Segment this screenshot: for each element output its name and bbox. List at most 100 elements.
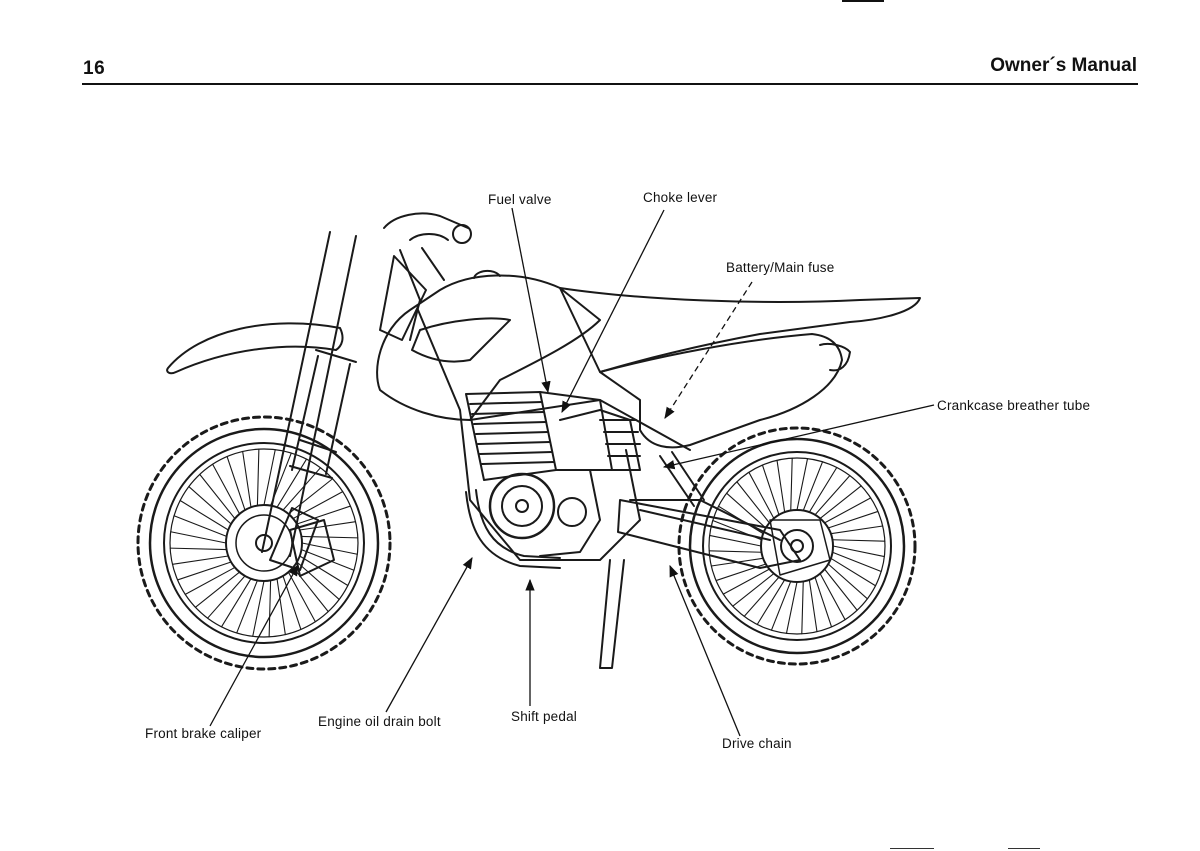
wheel-spoke — [819, 485, 862, 519]
wheel-spoke — [177, 561, 232, 581]
side-panel — [599, 333, 843, 449]
front-brake-caliper-label: Front brake caliper — [145, 726, 262, 741]
wheel-spoke — [170, 531, 227, 544]
choke-lever-leader — [561, 209, 665, 414]
wheel-spoke — [830, 525, 884, 535]
wheel-spoke — [819, 573, 846, 621]
side-stand — [599, 559, 625, 669]
front-fork — [261, 231, 357, 557]
engine-oil-drain-bolt-leader — [385, 556, 473, 713]
rear-shock — [659, 451, 705, 507]
wheel-spoke — [299, 521, 357, 531]
swingarm — [617, 499, 801, 569]
wheel-spoke — [770, 580, 792, 631]
wheel-spoke — [832, 545, 885, 558]
wheel-spoke — [199, 473, 236, 520]
crankcase-breather-tube-label: Crankcase breather tube — [937, 398, 1091, 413]
bottom-edge-mark — [890, 848, 934, 849]
wheel-spoke — [722, 568, 770, 595]
wheel-spoke — [827, 563, 868, 600]
wheel-spoke — [300, 549, 355, 571]
wheel-spoke — [212, 463, 241, 515]
front-fender — [166, 322, 344, 375]
wheel-spoke — [276, 578, 286, 636]
wheel-spoke — [830, 557, 877, 587]
battery-main-fuse-label: Battery/Main fuse — [726, 260, 835, 275]
wheel-spoke — [761, 464, 780, 516]
wheel-spoke — [188, 486, 232, 525]
wheel-spoke — [831, 539, 886, 542]
wheel-spoke — [171, 555, 229, 565]
wheel-spoke — [808, 466, 838, 513]
wheel-spoke — [276, 458, 308, 508]
wheel-spoke — [802, 461, 824, 512]
bottom-edge-mark — [1008, 848, 1040, 849]
wheel-spoke — [814, 576, 833, 628]
wheel-spoke — [785, 581, 798, 634]
header-rule — [82, 83, 1138, 85]
wheel-spoke — [756, 579, 786, 626]
wheel-spoke — [252, 580, 265, 637]
wheel-spoke — [184, 566, 236, 595]
front-brake-caliper — [289, 519, 335, 577]
wheel-spoke — [282, 467, 321, 511]
wheel-spoke — [268, 579, 272, 638]
page-header-title: Owner´s Manual — [990, 55, 1137, 76]
wheel-spoke — [292, 491, 344, 520]
wheel-spoke — [814, 475, 851, 516]
wheel-spoke — [776, 459, 786, 513]
wheel-spoke — [790, 457, 793, 512]
wheel-spoke — [220, 578, 252, 628]
wheel-spoke — [173, 515, 228, 537]
wheel-spoke — [179, 499, 229, 531]
drive-chain-leader — [669, 564, 741, 737]
wheel-spoke — [242, 450, 252, 508]
wheel-spoke — [748, 471, 775, 519]
page-number: 16 — [83, 58, 106, 79]
wheel-spoke — [732, 573, 775, 607]
wheel-spoke — [287, 478, 334, 515]
wheel-spoke — [736, 481, 770, 524]
wheel-spoke — [801, 580, 804, 635]
handlebar — [383, 212, 469, 241]
fuel-valve-label: Fuel valve — [488, 192, 552, 207]
wheel-spoke — [824, 497, 872, 524]
wheel-spoke — [236, 579, 258, 634]
wheel-spoke — [824, 568, 858, 611]
wheel-spoke — [300, 535, 359, 539]
wheel-spoke — [299, 555, 349, 587]
wheel-spoke — [708, 550, 763, 553]
engine — [465, 391, 641, 557]
wheel-spoke — [287, 571, 316, 623]
top-edge-mark — [842, 0, 884, 2]
fuel-valve-leader — [511, 207, 551, 394]
choke-lever-label: Choke lever — [643, 190, 718, 205]
wheel-spoke — [263, 449, 276, 506]
wheel-spoke — [715, 563, 767, 582]
wheel-spoke — [194, 571, 241, 608]
wheel-spoke — [831, 551, 882, 573]
wheel-spoke — [726, 492, 767, 529]
crankcase-breather-tube-leader — [662, 404, 935, 470]
fuel-tank — [376, 274, 601, 421]
wheel-spoke — [256, 448, 260, 507]
seat — [559, 287, 921, 373]
frame — [417, 309, 781, 561]
wheel-spoke — [226, 456, 246, 511]
wheel-spoke — [808, 579, 818, 633]
wheel-spoke — [827, 510, 879, 529]
wheel-spoke — [301, 542, 358, 555]
wheel-spoke — [169, 547, 228, 551]
wheel-spoke — [296, 505, 351, 525]
shift-pedal-label: Shift pedal — [511, 709, 577, 724]
wheel-spoke — [282, 575, 302, 630]
wheel-spoke — [796, 458, 809, 511]
exhaust-pipe — [465, 489, 561, 569]
wheel-spoke — [296, 561, 340, 600]
front-brake-caliper-leader — [209, 563, 299, 727]
rear-wheel — [677, 426, 917, 666]
wheel-spoke — [207, 575, 246, 619]
engine-oil-drain-bolt-label: Engine oil drain bolt — [318, 714, 441, 729]
wheel-spoke — [709, 534, 762, 547]
